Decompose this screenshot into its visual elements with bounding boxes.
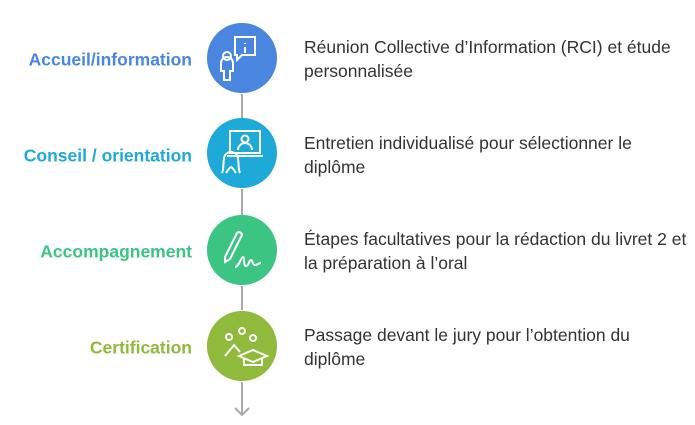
step-label-certification: Certification [89,337,192,358]
step-description: Étapes facultatives pour la rédaction du… [304,229,687,273]
connector [241,189,243,215]
step-description: Passage devant le jury pour l’obtention … [304,325,630,369]
step-label-accueil: Accueil/information [28,49,192,70]
step-description: Entretien individualisé pour sélectionne… [304,133,632,177]
graduation-cap-icon [207,311,277,381]
person-info-icon [207,23,277,93]
step-label-accompagnement: Accompagnement [40,241,192,262]
connector [241,286,243,310]
pen-signature-icon [207,215,277,285]
video-consultation-icon [207,118,277,188]
connector [241,94,243,118]
arrow-down-icon [234,382,250,417]
step-label-conseil: Conseil / orientation [23,145,192,166]
step-description: Réunion Collective d’Information (RCI) e… [304,37,671,81]
